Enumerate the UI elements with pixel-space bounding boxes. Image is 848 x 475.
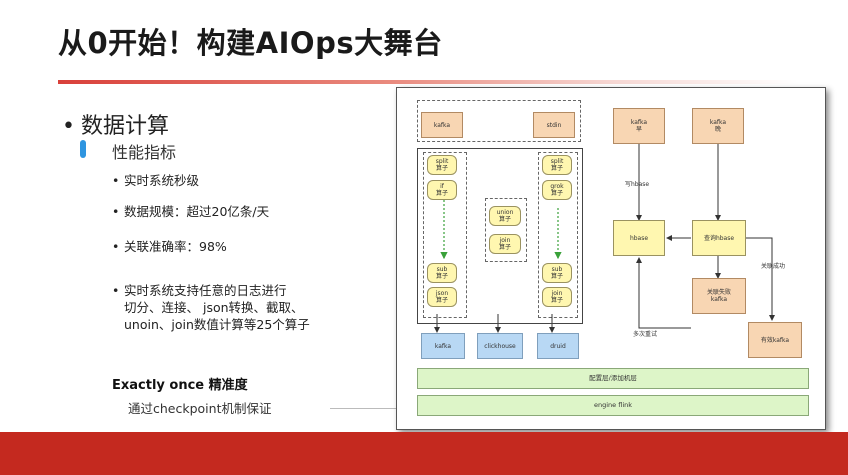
operator-kind: 算子 (435, 273, 448, 280)
bullet-dot-icon: • (112, 173, 120, 188)
diagram-arrows (434, 144, 775, 333)
bullet-continuation: 切分、连接、 json转换、截取、 (124, 300, 304, 315)
operator-kind: 算子 (498, 216, 511, 223)
section-title: •数据计算 (62, 108, 169, 140)
title-divider (58, 80, 798, 84)
right-operator-column (538, 152, 578, 318)
operator-kind: 算子 (435, 190, 448, 197)
bullet-text: 实时系统支持任意的日志进行 (124, 283, 287, 298)
operator-kind: 算子 (550, 165, 563, 172)
operator-kind: 算子 (498, 244, 511, 251)
bullet-text: 实时系统秒级 (124, 173, 200, 188)
engine-flink-bar: engine flink (417, 395, 809, 416)
bullet-text: 数据规模：超过20亿条/天 (124, 204, 270, 219)
success-kafka-box: 有效kafka (748, 322, 802, 358)
operator-name: json (435, 290, 449, 297)
hbase-box: hbase (613, 220, 665, 256)
bullet-dot-icon: • (112, 204, 120, 219)
operator-kind: 算子 (550, 190, 563, 197)
exactly-once-en: Exactly once (112, 378, 205, 393)
source-stdin-box: stdin (533, 112, 575, 138)
exactly-once-cn: 精准度 (208, 378, 248, 393)
operator-kind: 算子 (435, 165, 448, 172)
write-hbase-label: 写hbase (625, 181, 650, 188)
operator-group (417, 148, 583, 324)
bullet-text: 关联准确率：98% (124, 239, 227, 254)
kafka-late-suffix: 晚 (714, 126, 721, 133)
source-kafka-box: kafka (421, 112, 463, 138)
checkpoint-note: 通过checkpoint机制保证 (128, 401, 272, 416)
config-layer-bar: 配置层/添加机层 (417, 368, 809, 389)
slide-title: 从0开始！构建AIOps大舞台 (58, 26, 443, 60)
operator-name: if (440, 183, 444, 190)
fail-kafka-label: 关联失败 (706, 289, 731, 296)
kafka-early-suffix: 早 (635, 126, 642, 133)
section-title-text: 数据计算 (80, 114, 169, 139)
connector-line (330, 408, 400, 409)
retry-label: 多次重试 (633, 331, 658, 338)
exactly-once-heading: Exactly once 精准度 (112, 374, 248, 393)
operator-kind: 算子 (550, 297, 563, 304)
kafka-late-label: kafka (709, 119, 727, 126)
operator-name: sub (551, 266, 563, 273)
bullet-item: • 数据规模：超过20亿条/天 (112, 203, 269, 220)
middle-operator-column (485, 198, 527, 262)
subhead-performance: 性能指标 (112, 143, 177, 162)
left-operator-column (423, 152, 467, 318)
operator-kind: 算子 (550, 273, 563, 280)
operator-name: union (496, 209, 514, 216)
sink-kafka-box: kafka (421, 333, 465, 359)
bullet-item: • 实时系统秒级 (112, 172, 199, 189)
operator-name: split (550, 158, 564, 165)
footer-band (0, 432, 848, 475)
operator-kind: 算子 (435, 297, 448, 304)
bullet-item: • 实时系统支持任意的日志进行 (112, 282, 287, 299)
sink-clickhouse-box: clickhouse (477, 333, 523, 359)
operator-name: grok (550, 183, 564, 190)
sink-druid-box: druid (537, 333, 579, 359)
bullet-dot-icon: • (112, 239, 120, 254)
bullet-dot-icon: • (62, 114, 75, 139)
blue-tab-marker (80, 140, 86, 158)
kafka-early-label: kafka (630, 119, 648, 126)
bullet-dot-icon: • (112, 283, 120, 298)
fail-kafka-suffix: kafka (710, 296, 728, 303)
operator-name: split (435, 158, 449, 165)
query-hbase-box: 查询hbase (692, 220, 746, 256)
assoc-success-label: 关联成功 (761, 263, 786, 270)
operator-name: join (551, 290, 563, 297)
source-group (417, 100, 581, 142)
operator-name: join (499, 237, 511, 244)
bullet-item: • 关联准确率：98% (112, 238, 227, 255)
operator-name: sub (436, 266, 448, 273)
bullet-continuation: unoin、join数值计算等25个算子 (124, 317, 310, 332)
